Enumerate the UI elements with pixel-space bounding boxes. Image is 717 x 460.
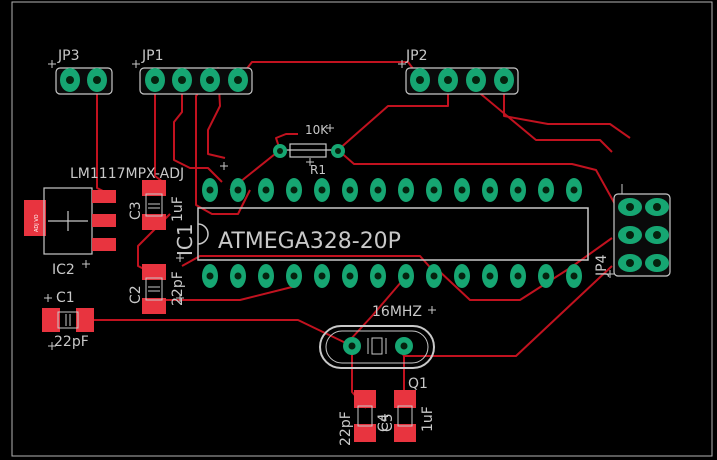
ic1-top-pin-hole-12 [514,186,522,194]
trace-c2-ic1 [164,285,297,301]
jp1-label: JP1 [141,48,163,64]
ic1-top-pin-hole-10 [458,186,466,194]
trace-ic1-q1 [349,273,409,341]
trace-jp1-jp2 [237,61,421,81]
ic1-top-pin-hole-9 [430,186,438,194]
trace-jp4-vcc [437,237,613,301]
c3-name-label: C3 [128,201,144,220]
r1-value-label: 10K [305,123,329,137]
c5-pad-2[interactable] [394,424,416,442]
ic1-bottom-pin-hole-10 [458,272,466,280]
c4-pad-1[interactable] [354,390,376,408]
c3-value-label: 1uF [170,196,186,222]
board-outline [11,1,713,457]
ic2-value-label: LM1117MPX-ADJ [70,166,184,182]
c5-pad-1[interactable] [394,390,416,408]
ic1-top-pin-hole-7 [374,186,382,194]
c2-pad-1[interactable] [142,264,166,280]
jp3-header[interactable]: JP3 [48,48,113,95]
ic2-pin-2[interactable] [92,214,116,227]
ic1-top-pin-hole-14 [570,186,578,194]
c4-value-label: 22pF [338,411,354,446]
ic1-top-pin-hole-13 [542,186,550,194]
ic1-bottom-pin-hole-14 [570,272,578,280]
ic1-bottom-pin-hole-1 [206,272,214,280]
c4-capacitor[interactable]: C4 22pF [338,390,392,446]
c2-name-label: C2 [128,285,144,304]
ic2-name-label: IC2 [52,262,75,278]
ic1-top-pin-hole-6 [346,186,354,194]
q1-name-label: Q1 [408,376,428,392]
ic2-tab-pad[interactable] [24,200,46,236]
c1-pad-1[interactable] [42,308,60,332]
ic1-bottom-pin-hole-3 [262,272,270,280]
ic1-bottom-pin-hole-12 [514,272,522,280]
ic1-top-pins [202,178,582,202]
ic2-pin-text: ADJ VO [34,214,40,232]
ic1-top-pin-hole-1 [206,186,214,194]
jp2-header[interactable]: JP2 [398,48,519,95]
ic1-bottom-pin-hole-4 [290,272,298,280]
ic1-top-pin-hole-2 [234,186,242,194]
c1-capacitor[interactable]: C1 22pF [42,290,94,350]
ic2-pin-3[interactable] [92,238,116,251]
traces [92,61,631,409]
ic1-bottom-pin-hole-2 [234,272,242,280]
trace-c1-q1 [92,319,353,347]
c3-pad-2[interactable] [142,214,166,230]
ic1-bottom-pin-hole-13 [542,272,550,280]
ic2-pin-1[interactable] [92,190,116,203]
trace-ic1-bottom [181,255,437,275]
c2-value-label: 22pF [170,271,186,306]
c3-capacitor[interactable]: C3 1uF [128,180,186,230]
ic2-regulator[interactable]: ADJ VO LM1117MPX-ADJ IC2 [24,162,228,278]
ic1-top-pin-hole-5 [318,186,326,194]
jp4-header[interactable]: JP4 [594,184,671,278]
c2-capacitor[interactable]: C2 22pF [128,264,186,314]
c4-name-label: C4 [376,413,392,432]
ic1-top-pin-hole-11 [486,186,494,194]
q1-value-label: 16MHZ [372,304,422,320]
ic1-top-pin-hole-3 [262,186,270,194]
ic1-bottom-pin-hole-7 [374,272,382,280]
ic1-bottom-pin-hole-11 [486,272,494,280]
ic1-bottom-pin-hole-8 [402,272,410,280]
ic1-atmega[interactable]: ATMEGA328-20P IC1 [173,178,589,288]
ic1-bottom-pins [202,264,582,288]
c1-pad-2[interactable] [76,308,94,332]
r1-resistor[interactable]: 10K R1 [273,123,345,177]
trace-r1-left [275,133,298,151]
r1-name-label: R1 [310,163,326,177]
trace-jp1-ic1 [173,80,223,183]
c1-name-label: C1 [56,290,75,306]
ic1-name-label: IC1 [173,223,197,256]
jp2-label: JP2 [405,48,427,64]
ic1-top-pin-hole-4 [290,186,298,194]
jp1-header[interactable]: JP1 [132,48,253,95]
ic1-bottom-pin-hole-9 [430,272,438,280]
ic1-top-pin-hole-8 [402,186,410,194]
c4-pad-2[interactable] [354,424,376,442]
c5-capacitor[interactable]: C5 1uF [380,390,436,442]
c3-pad-1[interactable] [142,180,166,196]
ic1-value-label: ATMEGA328-20P [218,229,401,254]
c1-value-label: 22pF [54,334,89,350]
c2-pad-2[interactable] [142,298,166,314]
c5-name-label: C5 [380,413,396,432]
q1-crystal[interactable]: 16MHZ Q1 [319,304,436,392]
jp3-label: JP3 [57,48,79,64]
ic1-bottom-pin-hole-6 [346,272,354,280]
trace-jp2-jp4b [503,80,631,139]
c5-value-label: 1uF [420,406,436,432]
trace-ic1-top-rail [337,149,617,207]
jp4-label: JP4 [594,254,610,277]
ic1-bottom-pin-hole-5 [318,272,326,280]
